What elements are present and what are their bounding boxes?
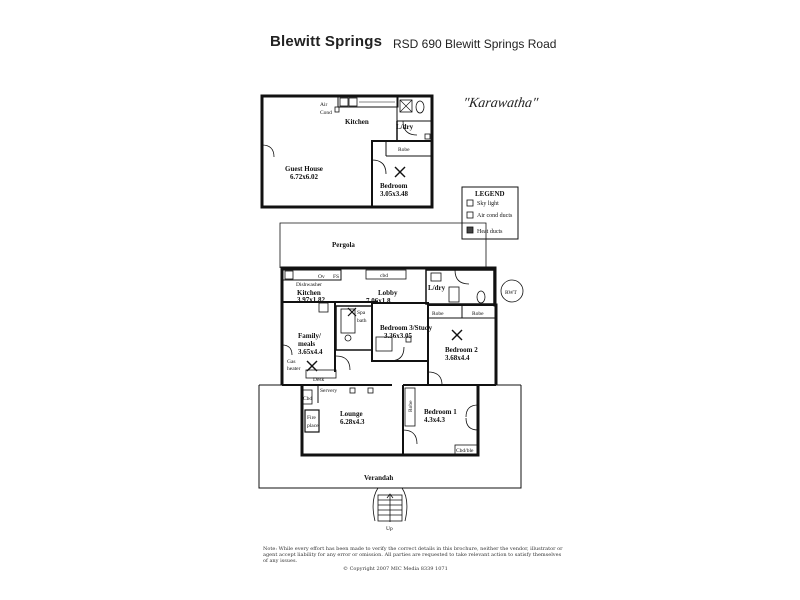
legend-box	[461, 186, 519, 240]
side-cupboard-label: Cbd	[303, 396, 312, 402]
bedroom2-label: Bedroom 2	[445, 346, 478, 354]
air-cond-label-2: Cond	[320, 110, 332, 116]
guest-house-plan	[260, 94, 434, 209]
family-dim: 3.65x4.4	[298, 348, 323, 356]
fridge-space-label: FS	[333, 274, 339, 280]
legend-air-cond: Air cond ducts	[477, 213, 513, 219]
air-cond-label-1: Air	[320, 102, 328, 108]
main-house-plan	[258, 222, 524, 522]
gas-label: Gas	[287, 359, 296, 365]
guest-house-label: Guest House	[285, 165, 323, 173]
steps-up-label: Up	[386, 526, 393, 532]
robe-label-a: Robe	[432, 311, 444, 317]
guest-bedroom-label: Bedroom	[380, 182, 408, 190]
lounge-label: Lounge	[340, 410, 363, 418]
legend-heat-ducts: Heat ducts	[477, 229, 503, 235]
robe-label-c: Robe	[408, 400, 414, 412]
bedroom3-dim: 3.36x3.05	[384, 332, 413, 340]
table-cupboard-label: Cbd/ble	[456, 448, 474, 454]
bath-label: bath	[357, 318, 367, 324]
property-address: RSD 690 Blewitt Springs Road	[393, 37, 557, 51]
laundry-label: L/dry	[428, 284, 446, 292]
guest-bedroom-dim: 3.05x3.48	[380, 190, 409, 198]
oven-label: Ov	[318, 274, 325, 280]
location-title: Blewitt Springs	[270, 33, 383, 50]
robe-label-b: Robe	[472, 311, 484, 317]
lobby-label: Lobby	[378, 289, 398, 297]
rainwater-tank-label: RWT	[505, 290, 518, 296]
servery-label: Servery	[320, 388, 337, 394]
meals-label: meals	[298, 340, 315, 348]
guest-kitchen-label: Kitchen	[345, 118, 369, 126]
lounge-dim: 6.28x4.3	[340, 418, 365, 426]
verandah-label: Verandah	[364, 474, 393, 482]
bedroom2-dim: 3.68x4.4	[445, 354, 470, 362]
fire-label: Fire	[307, 415, 316, 421]
cupboard-label: cbd	[380, 273, 388, 279]
guest-house-dim: 6.72x6.02	[290, 173, 319, 181]
kitchen-label: Kitchen	[297, 289, 321, 297]
bedroom3-label: Bedroom 3/Study	[380, 324, 433, 332]
legend-title: LEGEND	[475, 190, 505, 198]
copyright-notice: © Copyright 2007 MIC Media 8339 1071	[343, 566, 448, 572]
bedroom1-label: Bedroom 1	[424, 408, 457, 416]
family-label: Family/	[298, 332, 322, 340]
place-label: place	[307, 423, 319, 429]
pergola-label: Pergola	[332, 241, 355, 249]
disclaimer-note: Note: While every effort has been made t…	[263, 546, 563, 564]
desk-label: Desk	[313, 377, 325, 383]
legend-skylight: Sky light	[477, 201, 499, 207]
dishwasher-label: Dishwasher	[296, 282, 322, 288]
bedroom1-dim: 4.3x4.3	[424, 416, 446, 424]
heater-label: heater	[287, 366, 301, 372]
guest-robe-label: Robe	[398, 147, 410, 153]
kitchen-dim: 3.97x1.82	[297, 296, 326, 304]
lobby-dim: 7.06x1.8	[366, 297, 391, 305]
spa-label: Spa	[357, 310, 366, 316]
guest-laundry-label: L/dry	[396, 123, 414, 131]
